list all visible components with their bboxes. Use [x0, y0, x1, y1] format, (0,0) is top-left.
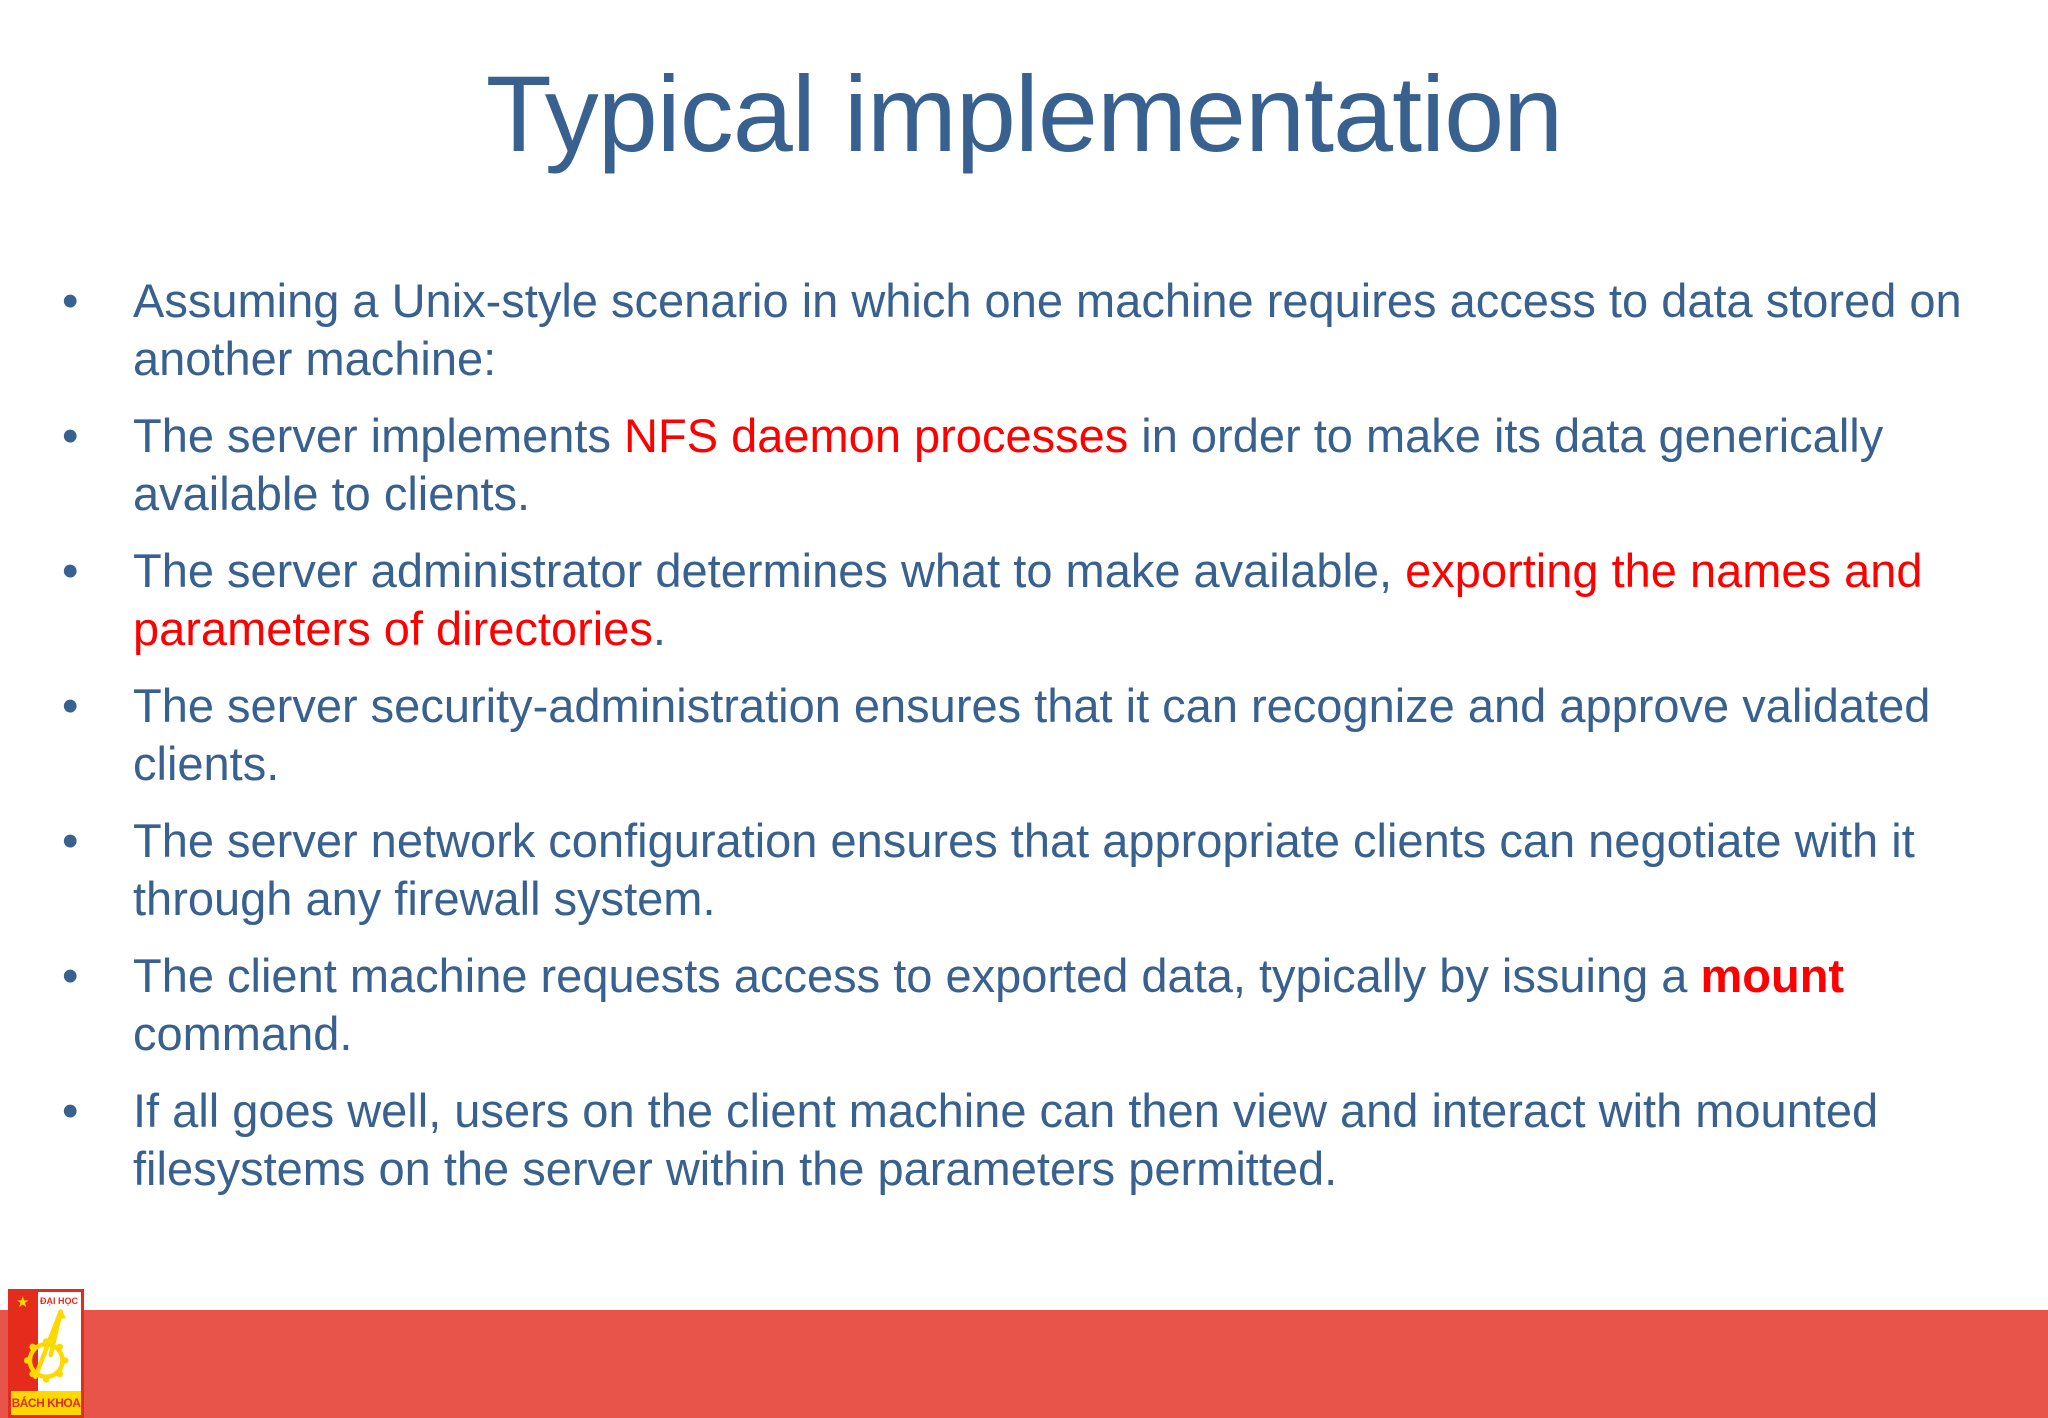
bullet-icon: • — [62, 814, 79, 867]
logo-banner-text: BÁCH KHOA — [11, 1396, 81, 1410]
bullet-highlight: mount — [1700, 949, 1845, 1002]
bullet-highlight: exporting the names and parameters of di… — [133, 544, 1923, 655]
bullet-item-7: • If all goes well, users on the client m… — [62, 1082, 2007, 1198]
bullet-item-4: • The server security-administration ensu… — [62, 677, 2007, 793]
bullet-text: If all goes well, users on the client ma… — [133, 1084, 1879, 1195]
bullet-text-post: . — [652, 602, 666, 655]
bullet-text: The server security-administration ensur… — [133, 679, 1931, 790]
bullet-icon: • — [62, 274, 79, 327]
star-icon: ★ — [16, 1294, 30, 1311]
bullet-list: • Assuming a Unix-style scenario in which… — [62, 272, 2007, 1217]
bullet-icon: • — [62, 1084, 79, 1137]
compass-gear-icon — [23, 1308, 69, 1383]
bullet-item-3: • The server administrator determines wha… — [62, 542, 2007, 658]
bullet-text: The server network configuration ensures… — [133, 814, 1915, 925]
bullet-text: The server implements — [133, 409, 625, 462]
bullet-item-5: • The server network configuration ensure… — [62, 812, 2007, 928]
university-logo: ★ ĐẠI HỌC BÁCH KHOA — [8, 1289, 84, 1418]
bullet-item-6: • The client machine requests access to e… — [62, 947, 2007, 1063]
page-title: Typical implementation — [485, 53, 1564, 174]
footer-bar — [0, 1310, 2048, 1418]
bullet-item-1: • Assuming a Unix-style scenario in which… — [62, 272, 2007, 388]
bullet-icon: • — [62, 949, 79, 1002]
bullet-text-post: command. — [133, 1007, 353, 1060]
bullet-icon: • — [62, 679, 79, 732]
logo-top-text: ĐẠI HỌC — [40, 1296, 78, 1306]
bullet-text: The server administrator determines what… — [133, 544, 1406, 597]
bullet-text: The client machine requests access to ex… — [133, 949, 1701, 1002]
bullet-item-2: • The server implements NFS daemon proces… — [62, 407, 2007, 523]
logo-banner: BÁCH KHOA — [11, 1391, 81, 1415]
bullet-icon: • — [62, 544, 79, 597]
bullet-text-post: in order to make its data generically av… — [133, 409, 1884, 520]
bullet-text: Assuming a Unix-style scenario in which … — [133, 274, 1962, 385]
bullet-icon: • — [62, 409, 79, 462]
university-logo-emblem: ★ ĐẠI HỌC — [11, 1292, 81, 1391]
bullet-highlight: NFS daemon processes — [624, 409, 1129, 462]
